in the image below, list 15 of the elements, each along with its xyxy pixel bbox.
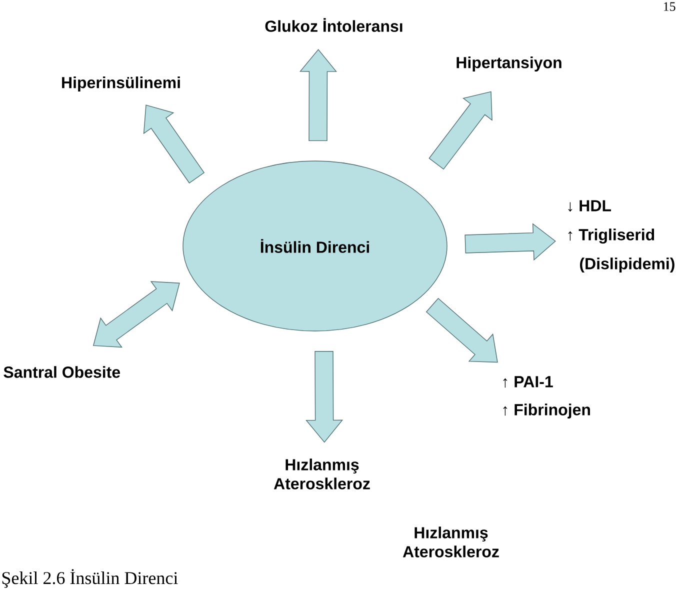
- term-label: ↓ HDL ↑ Trigliserid (Dislipidemi): [568, 200, 674, 273]
- block-arrow: [464, 223, 556, 261]
- double-block-arrow: [92, 281, 180, 348]
- term-label: Glukoz İntoleransı: [265, 18, 402, 32]
- term-label: Santral Obesite: [4, 366, 120, 378]
- block-arrow: [306, 350, 344, 443]
- block-arrow: [428, 91, 492, 170]
- page-number: 15: [664, 2, 676, 11]
- caption: Şekil 2.6 İnsülin Direnci: [2, 569, 178, 588]
- term-label: Hiperinsülinemi: [62, 76, 180, 92]
- term-label: ↑ PAI-1 ↑ Fibrinojen: [503, 376, 590, 419]
- note-label: Hızlanmış Ateroskleroz: [402, 526, 499, 558]
- term-label: Hipertansiyon: [456, 56, 562, 72]
- term-label: Hızlanmış Ateroskleroz: [274, 458, 370, 490]
- block-arrow: [300, 48, 337, 142]
